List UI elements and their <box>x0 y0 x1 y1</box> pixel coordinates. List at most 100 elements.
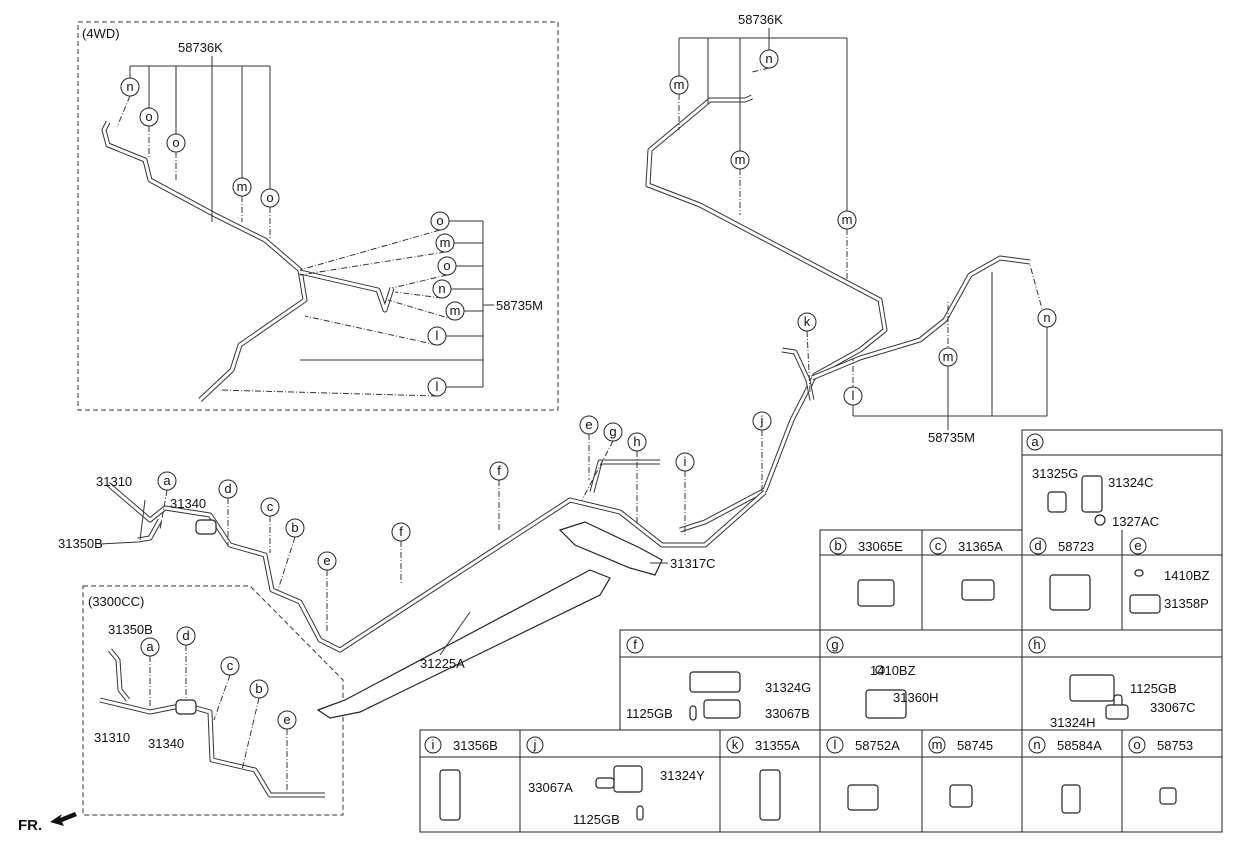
box-3300cc-title: (3300CC) <box>88 594 144 609</box>
cell-letter-circle <box>424 736 442 754</box>
callout-letter: o <box>172 135 179 150</box>
cell-letter: g <box>831 637 838 652</box>
callout-letter: d <box>224 481 231 496</box>
cell-letter: h <box>1033 637 1040 652</box>
cell-letter-circle <box>526 736 544 754</box>
part-number: 1410BZ <box>870 663 916 678</box>
callout-letter: k <box>804 314 811 329</box>
part-drawing <box>857 579 895 607</box>
leader-line <box>213 674 231 721</box>
label-31340: 31340 <box>170 496 206 511</box>
tube-fill <box>107 482 766 652</box>
box-4wd <box>77 21 559 411</box>
callout-circle <box>220 656 240 676</box>
callout-letter: n <box>765 51 772 66</box>
callout-circle <box>140 637 160 657</box>
cell-letter: m <box>932 737 943 752</box>
callout-circle <box>391 522 411 542</box>
callout-circle <box>260 497 280 517</box>
part-drawing <box>689 705 697 721</box>
callout-letter: f <box>399 524 403 539</box>
filter-31340 <box>195 519 217 535</box>
label-31317C: 31317C <box>670 556 716 571</box>
callout-circle <box>430 211 450 231</box>
callout-letter: d <box>182 628 189 643</box>
part-number: 31325G <box>1032 466 1078 481</box>
leader-line <box>219 389 438 397</box>
part-drawing <box>636 805 644 821</box>
label-58735M-4wd: 58735M <box>496 298 543 313</box>
callout-letter: o <box>443 258 450 273</box>
callout-circle <box>837 210 857 230</box>
tube-fill <box>590 460 660 493</box>
callout-letter: g <box>609 424 616 439</box>
rail-31225A <box>316 569 611 719</box>
callout-letter: a <box>163 473 171 488</box>
cell-letter: j <box>533 737 537 752</box>
cell-title: 58584A <box>1057 738 1102 753</box>
callout-letter: c <box>267 499 274 514</box>
callout-circle <box>730 150 750 170</box>
cell-letter-circle <box>1029 537 1047 555</box>
callout-letter: e <box>323 553 330 568</box>
callout-letter: b <box>291 520 298 535</box>
part-number: 31358P <box>1164 596 1209 611</box>
label-31310-3300: 31310 <box>94 730 130 745</box>
callout-letter: j <box>760 413 764 428</box>
box-3300cc <box>82 585 344 816</box>
front-arrow-icon <box>50 812 77 826</box>
callout-letter: m <box>943 349 954 364</box>
cell-title: 31356B <box>453 738 498 753</box>
callout-letter: m <box>674 77 685 92</box>
leader-line <box>391 274 448 289</box>
part-drawing <box>1159 787 1177 805</box>
part-drawing <box>1061 784 1081 814</box>
cell-letter: a <box>1031 434 1039 449</box>
tube-fill <box>646 95 887 532</box>
callout-circle <box>752 411 772 431</box>
tube-fill <box>108 649 130 701</box>
nut-drawing <box>1094 514 1106 526</box>
part-drawing <box>613 765 643 793</box>
callout-circle <box>445 301 465 321</box>
filter-31340-3300 <box>175 699 197 715</box>
cell-title: 58723 <box>1058 539 1094 554</box>
part-drawing <box>595 777 615 789</box>
callout-circle <box>285 518 305 538</box>
callout-circle <box>176 626 196 646</box>
part-drawing <box>1081 475 1103 513</box>
callout-circle <box>435 233 455 253</box>
tube-fill <box>102 121 307 402</box>
callout-circle <box>603 422 623 442</box>
label-31350B: 31350B <box>58 536 103 551</box>
cell-letter: d <box>1034 538 1041 553</box>
cell-letter: k <box>732 737 739 752</box>
callout-letter: l <box>436 379 439 394</box>
callout-circle <box>675 452 695 472</box>
cell-title: 31365A <box>958 539 1003 554</box>
label-31340-3300: 31340 <box>148 736 184 751</box>
callout-letter: h <box>633 434 640 449</box>
callout-circle <box>120 77 140 97</box>
part-drawing <box>961 579 995 601</box>
part-drawing <box>1105 704 1129 720</box>
part-number: 1125GB <box>1130 681 1177 696</box>
tube-fill <box>137 519 162 542</box>
tube-outline <box>589 459 660 493</box>
cell-letter: n <box>1033 737 1040 752</box>
label-31310: 31310 <box>96 474 132 489</box>
callout-letter: c <box>227 658 234 673</box>
callout-circle <box>427 377 447 397</box>
callout-circle <box>166 133 186 153</box>
leader-line <box>299 251 446 276</box>
cell-letter-circle <box>726 736 744 754</box>
part-drawing <box>1134 569 1144 577</box>
label-31350B-3300: 31350B <box>108 622 153 637</box>
tube-outline <box>101 120 308 402</box>
callout-circle <box>249 679 269 699</box>
cell-letter-circle <box>1129 537 1147 555</box>
leader-line <box>299 229 441 271</box>
callout-circle <box>843 386 863 406</box>
label-58735M-right: 58735M <box>928 430 975 445</box>
callout-circle <box>489 461 509 481</box>
